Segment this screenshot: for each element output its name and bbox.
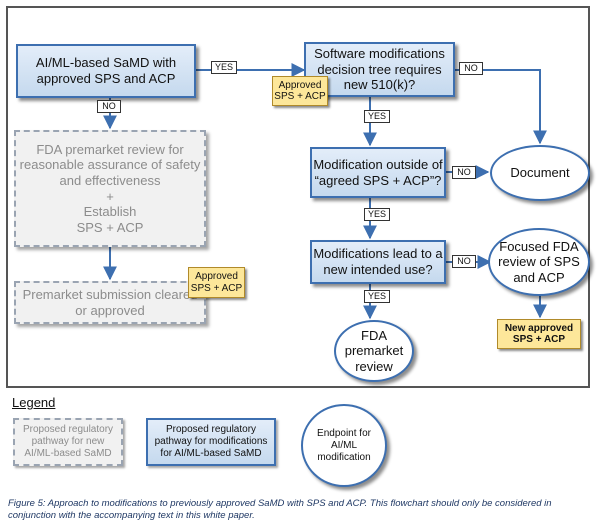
arrow-tree-to-document xyxy=(455,69,547,145)
legend-new-pathway: Proposed regulatory pathway for new AI/M… xyxy=(13,418,123,466)
yes-label-start: YES xyxy=(211,61,237,74)
start-box-text: AI/ML-based SaMD with approved SPS and A… xyxy=(35,55,177,86)
decision-tree-box: Software modifications decision tree req… xyxy=(304,42,455,97)
focused-review-text: Focused FDA review of SPS and ACP xyxy=(498,238,580,285)
new-use-text: Modifications lead to a new intended use… xyxy=(313,246,443,277)
no-label-start: NO xyxy=(97,100,121,113)
premarket-review-box: FDA premarket review for reasonable assu… xyxy=(14,130,206,247)
approved-note-1: Approved SPS + ACP xyxy=(272,76,328,106)
no-label-outside: NO xyxy=(452,166,476,179)
document-endpoint-text: Document xyxy=(510,165,570,181)
premarket-review-text: FDA premarket review for reasonable assu… xyxy=(19,141,201,235)
approved-note-1-text: Approved SPS + ACP xyxy=(274,79,326,103)
outside-sps-text: Modification outside of “agreed SPS + AC… xyxy=(313,156,443,188)
legend-endpoint: Endpoint for AI/ML modification xyxy=(301,404,387,487)
new-approved-note: New approved SPS + ACP xyxy=(497,319,581,349)
start-box: AI/ML-based SaMD with approved SPS and A… xyxy=(16,44,196,98)
document-endpoint: Document xyxy=(490,145,590,201)
legend-new-pathway-text: Proposed regulatory pathway for new AI/M… xyxy=(22,424,114,459)
legend-title: Legend xyxy=(12,395,56,410)
focused-review-endpoint: Focused FDA review of SPS and ACP xyxy=(488,228,590,296)
yes-label-outside: YES xyxy=(364,208,390,221)
yes-label-tree: YES xyxy=(364,110,390,123)
new-use-box: Modifications lead to a new intended use… xyxy=(310,240,446,284)
fda-premarket-endpoint: FDA premarket review xyxy=(334,320,414,382)
no-label-tree: NO xyxy=(459,62,483,75)
approved-note-2: Approved SPS + ACP xyxy=(188,267,245,298)
fda-premarket-text: FDA premarket review xyxy=(344,327,404,374)
premarket-submission-box: Premarket submission cleared or approved xyxy=(14,281,206,324)
legend-endpoint-text: Endpoint for AI/ML modification xyxy=(317,427,371,463)
no-label-new-use: NO xyxy=(452,255,476,268)
outside-sps-box: Modification outside of “agreed SPS + AC… xyxy=(310,147,446,198)
yes-label-new-use: YES xyxy=(364,290,390,303)
legend-mod-pathway: Proposed regulatory pathway for modifica… xyxy=(146,418,276,466)
figure-caption: Figure 5: Approach to modifications to p… xyxy=(8,498,552,522)
approved-note-2-text: Approved SPS + ACP xyxy=(190,271,243,294)
new-approved-note-text: New approved SPS + ACP xyxy=(504,322,574,346)
decision-tree-text: Software modifications decision tree req… xyxy=(314,46,445,93)
legend-mod-pathway-text: Proposed regulatory pathway for modifica… xyxy=(154,424,268,459)
premarket-submission-text: Premarket submission cleared or approved xyxy=(22,286,198,318)
